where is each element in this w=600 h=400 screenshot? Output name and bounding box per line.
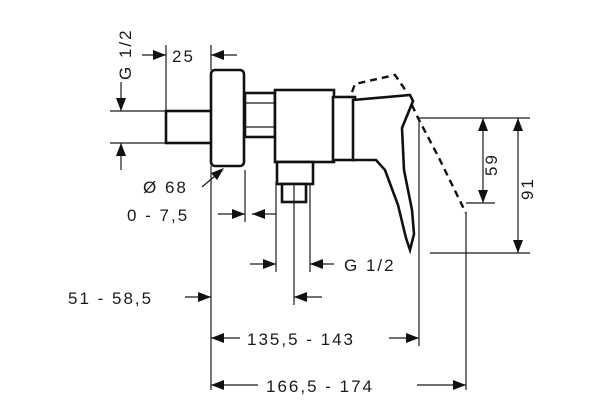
label-wall-adjust: 0 - 7,5 [127,206,189,225]
label-thread-outlet: G 1/2 [344,256,396,275]
dim-total-projection: 166,5 - 174 [211,377,466,396]
dim-outlet-offset: 51 - 58,5 [68,289,322,308]
dim-thread-outlet: G 1/2 [250,256,396,275]
dim-total-height: 91 [513,118,537,253]
dim-wall-adjust: 0 - 7,5 [127,206,276,225]
label-thread-inlet: G 1/2 [116,28,135,80]
lever-handle [351,93,416,255]
main-body [273,88,336,164]
extension-lines [110,45,530,390]
label-total-projection: 166,5 - 174 [266,377,374,396]
rosette [209,68,246,168]
dim-thread-inlet: G 1/2 [116,28,135,170]
dim-rosette-diameter: Ø 68 [143,168,224,197]
dim-handle-height: 59 [478,118,501,203]
label-rosette-diameter: Ø 68 [143,178,188,197]
label-total-height: 91 [518,177,537,200]
label-handle-height: 59 [482,153,501,176]
connector-nut [243,91,277,139]
label-outlet-offset: 51 - 58,5 [68,289,153,308]
handle-open-outline [350,73,468,214]
label-inlet-length: 25 [172,47,195,66]
inlet-pipe [164,109,214,145]
mixer-body [164,68,468,255]
dim-inlet-length: 25 [142,47,237,66]
outlet-neck [275,160,315,186]
dim-body-projection: 135,5 - 143 [211,330,419,349]
label-body-projection: 135,5 - 143 [247,330,355,349]
